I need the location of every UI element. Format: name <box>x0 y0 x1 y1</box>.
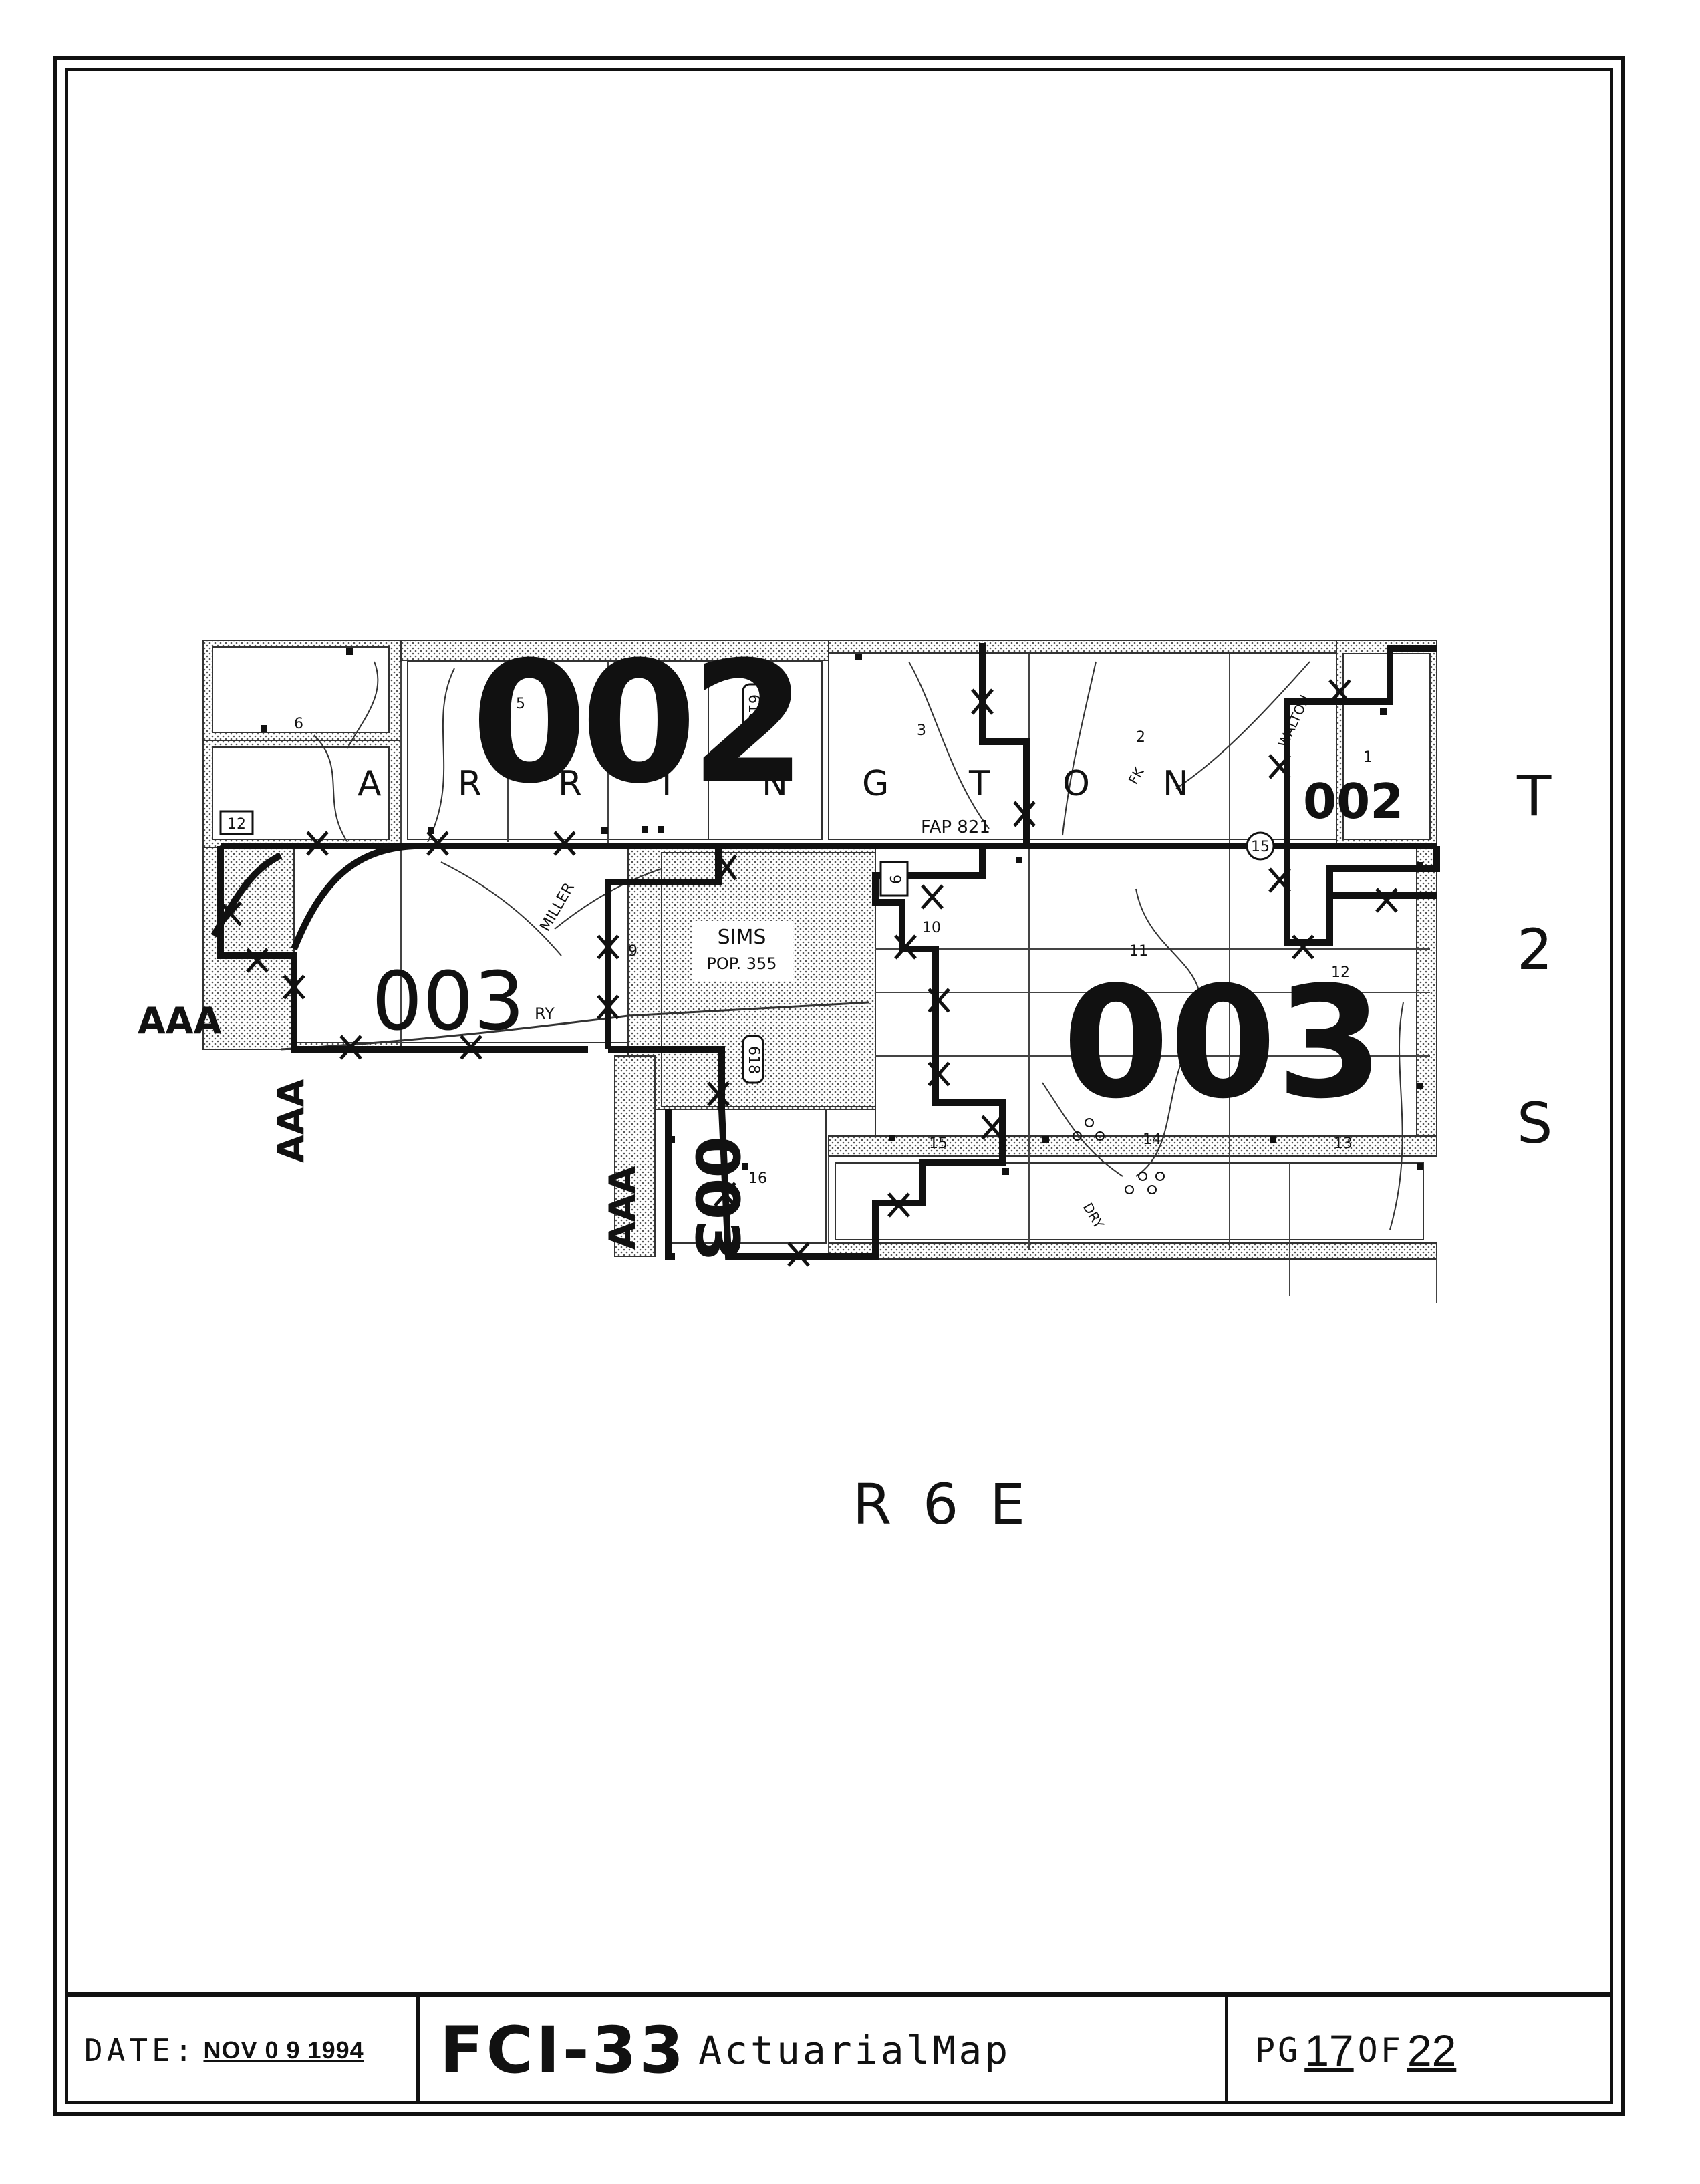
town-name: SIMS <box>718 926 766 949</box>
district-002-large: 002 <box>471 626 800 820</box>
district-002-small: 002 <box>1303 773 1403 829</box>
map-name: ActuarialMap <box>698 2028 1011 2073</box>
page-total: 22 <box>1407 2026 1457 2075</box>
date-cell: DATE: NOV 0 9 1994 <box>65 1997 420 2104</box>
district-003-south: 003 <box>682 1136 752 1262</box>
outer-frame <box>53 56 1625 2116</box>
section-3: 3 <box>917 722 926 739</box>
aaa-marker-west: AAA <box>138 1000 222 1042</box>
section-1: 1 <box>1363 749 1373 766</box>
route-15-label: 15 <box>1251 839 1270 855</box>
title-cell: FCI-33 ActuarialMap <box>420 1997 1228 2104</box>
route-618-south-label: 618 <box>745 1046 762 1074</box>
township-letter-t: T <box>968 764 990 804</box>
highway-label: FAP 821 <box>921 817 990 837</box>
section-9: 9 <box>628 943 638 960</box>
township-t: T <box>1516 763 1552 829</box>
township-letter-o: O <box>1062 764 1090 804</box>
district-003-west: 003 <box>372 956 525 1049</box>
inner-frame <box>65 68 1613 2104</box>
page-current: 17 <box>1304 2026 1354 2075</box>
town-population: POP. 355 <box>706 954 776 973</box>
section-5: 5 <box>516 696 525 712</box>
date-label: DATE: <box>84 2032 197 2068</box>
section-15: 15 <box>929 1135 948 1152</box>
section-13: 13 <box>1334 1135 1353 1152</box>
section-16: 16 <box>748 1170 767 1187</box>
township-letter-n1: N <box>762 764 788 804</box>
township-s: S <box>1517 1091 1552 1156</box>
map-code: FCI-33 <box>440 2013 687 2088</box>
well-markers <box>1073 1118 1165 1194</box>
route-618-north-label: 618 <box>745 694 762 722</box>
aaa-marker-southwest: AAA <box>270 1079 312 1163</box>
township-letter-n2: N <box>1163 764 1189 804</box>
township-letter-i: I <box>662 764 672 804</box>
district-003-east: 003 <box>1062 954 1383 1133</box>
district-boundaries <box>210 643 1440 1260</box>
footer: DATE: NOV 0 9 1994 FCI-33 ActuarialMap P… <box>65 1992 1613 2104</box>
aaa-marker-south: AAA <box>601 1166 644 1250</box>
township-letter-a: A <box>358 764 382 804</box>
section-14: 14 <box>1143 1131 1161 1148</box>
range-label: R 6 E <box>853 1472 1032 1537</box>
section-2: 2 <box>1136 729 1145 746</box>
township-letter-r1: R <box>458 764 482 804</box>
page-cell: PG 17 OF 22 <box>1228 1997 1613 2104</box>
page-of: OF <box>1357 2031 1403 2070</box>
town-label-box <box>692 921 793 981</box>
route-12-label: 12 <box>227 816 246 833</box>
section-12: 12 <box>1331 964 1350 981</box>
route-shields <box>219 683 1275 1084</box>
section-10: 10 <box>922 920 941 936</box>
page-prefix: PG <box>1255 2031 1301 2070</box>
township-letter-r2: R <box>558 764 582 804</box>
section-6: 6 <box>294 716 303 732</box>
boundary-x-marks <box>219 679 1398 1267</box>
date-value: NOV 0 9 1994 <box>203 2036 364 2064</box>
house-markers <box>261 648 1423 1175</box>
township-2: 2 <box>1517 917 1552 982</box>
section-11: 11 <box>1129 943 1148 960</box>
route-9-label: 9 <box>886 875 903 884</box>
railway-label: RY <box>535 1004 555 1023</box>
township-letter-g: G <box>862 764 889 804</box>
